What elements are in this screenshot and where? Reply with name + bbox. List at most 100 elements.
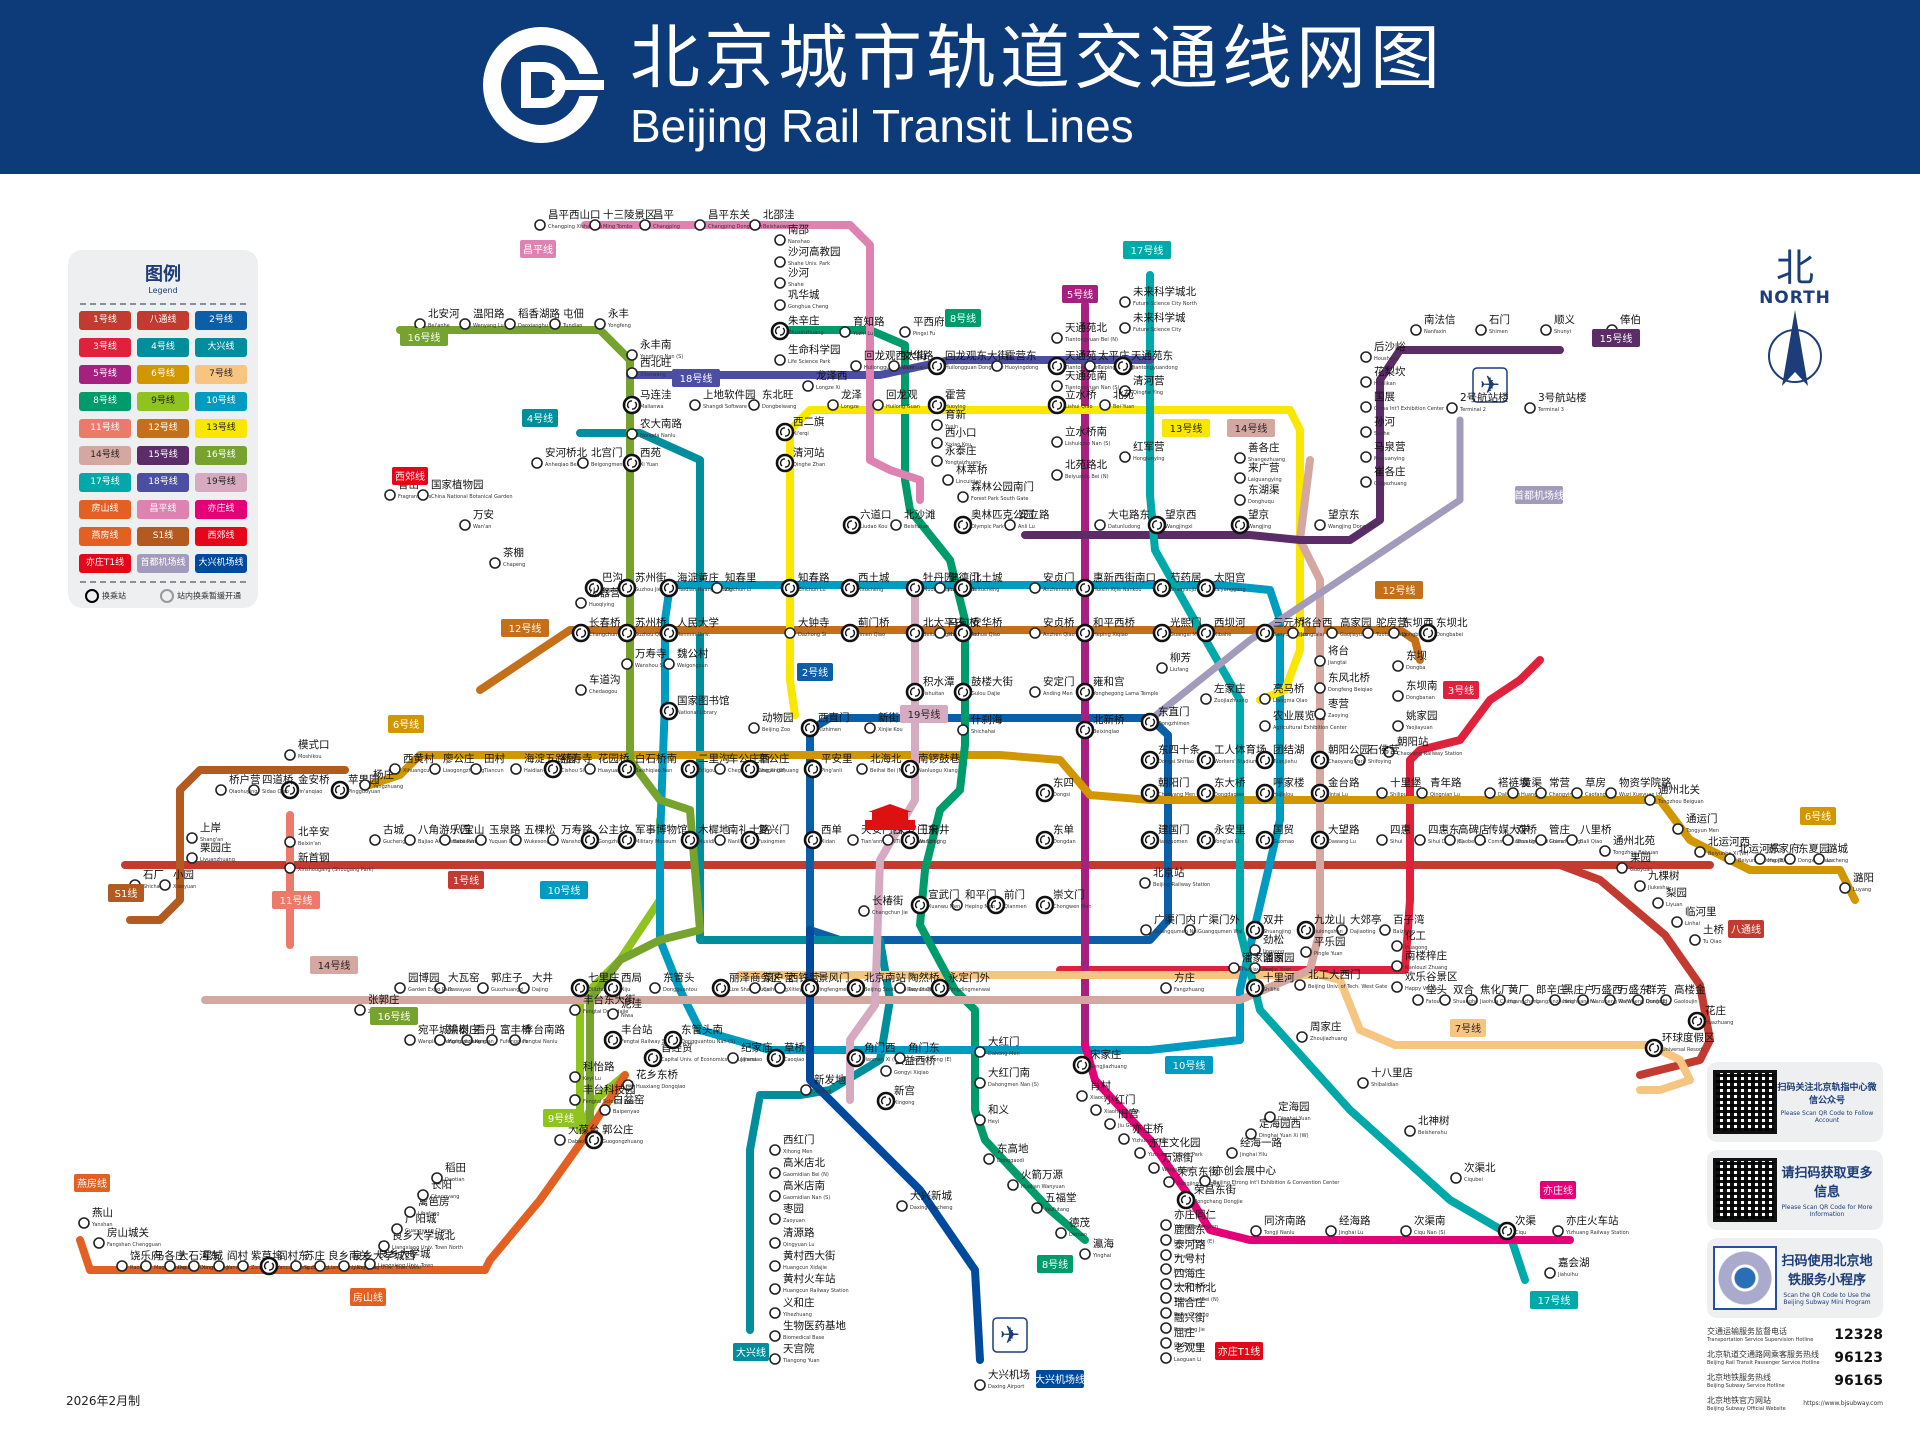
station-dot-icon[interactable] [531,457,543,469]
line-cae[interactable] [1146,416,1464,724]
transfer-station-icon[interactable] [584,578,604,598]
station-dot-icon[interactable] [1160,1307,1172,1319]
station-dot-icon[interactable] [1051,380,1063,392]
station-dot-icon[interactable] [284,862,296,874]
transfer-station-icon[interactable] [1418,623,1438,643]
transfer-station-icon[interactable] [663,1030,683,1050]
station-dot-icon[interactable] [774,277,786,289]
station-dot-icon[interactable] [215,784,227,796]
station-dot-icon[interactable] [774,354,786,366]
station-dot-icon[interactable] [417,489,429,501]
station-dot-icon[interactable] [569,1004,581,1016]
mini-program-qr-icon[interactable] [1713,1246,1777,1310]
station-dot-icon[interactable] [1055,1227,1067,1239]
station-dot-icon[interactable] [1199,1175,1211,1187]
transfer-station-icon[interactable] [603,978,623,998]
transfer-station-icon[interactable] [622,395,642,415]
transfer-station-icon[interactable] [986,895,1006,915]
line-l7[interactable] [736,971,1694,1094]
transfer-station-icon[interactable] [876,1091,896,1111]
transfer-station-icon[interactable] [1152,623,1172,643]
station-dot-icon[interactable] [1300,946,1312,958]
station-dot-icon[interactable] [434,982,446,994]
line-cp[interactable] [581,221,924,504]
station-dot-icon[interactable] [1672,823,1684,835]
transfer-station-icon[interactable] [1140,750,1160,770]
station-dot-icon[interactable] [827,399,839,411]
station-dot-icon[interactable] [1029,582,1041,594]
station-dot-icon[interactable] [369,834,381,846]
line-l19[interactable] [846,586,919,1104]
station-dot-icon[interactable] [639,219,651,231]
line-l3[interactable] [1056,656,1544,974]
station-dot-icon[interactable] [78,1217,90,1229]
station-dot-icon[interactable] [248,784,260,796]
station-dot-icon[interactable] [1439,994,1451,1006]
station-dot-icon[interactable] [1784,853,1796,865]
station-dot-icon[interactable] [774,982,786,994]
transfer-station-icon[interactable] [1310,750,1330,770]
station-dot-icon[interactable] [1724,853,1736,865]
transfer-station-icon[interactable] [1230,515,1250,535]
station-dot-icon[interactable] [1484,787,1496,799]
transfer-station-icon[interactable] [680,759,700,779]
transfer-station-icon[interactable] [584,1130,604,1150]
transfer-station-icon[interactable] [580,830,600,850]
transfer-station-icon[interactable] [775,422,795,442]
transfer-station-icon[interactable] [617,830,637,850]
station-dot-icon[interactable] [934,627,946,639]
station-dot-icon[interactable] [1535,834,1547,846]
station-dot-icon[interactable] [1160,1337,1172,1349]
transfer-station-icon[interactable] [1255,750,1275,770]
station-dot-icon[interactable] [1336,924,1348,936]
station-dot-icon[interactable] [1249,962,1261,974]
transfer-station-icon[interactable] [1075,623,1095,643]
station-dot-icon[interactable] [164,1260,176,1272]
station-dot-icon[interactable] [459,519,471,531]
station-dot-icon[interactable] [1004,519,1016,531]
transfer-station-icon[interactable] [953,515,973,535]
station-dot-icon[interactable] [974,1114,986,1126]
